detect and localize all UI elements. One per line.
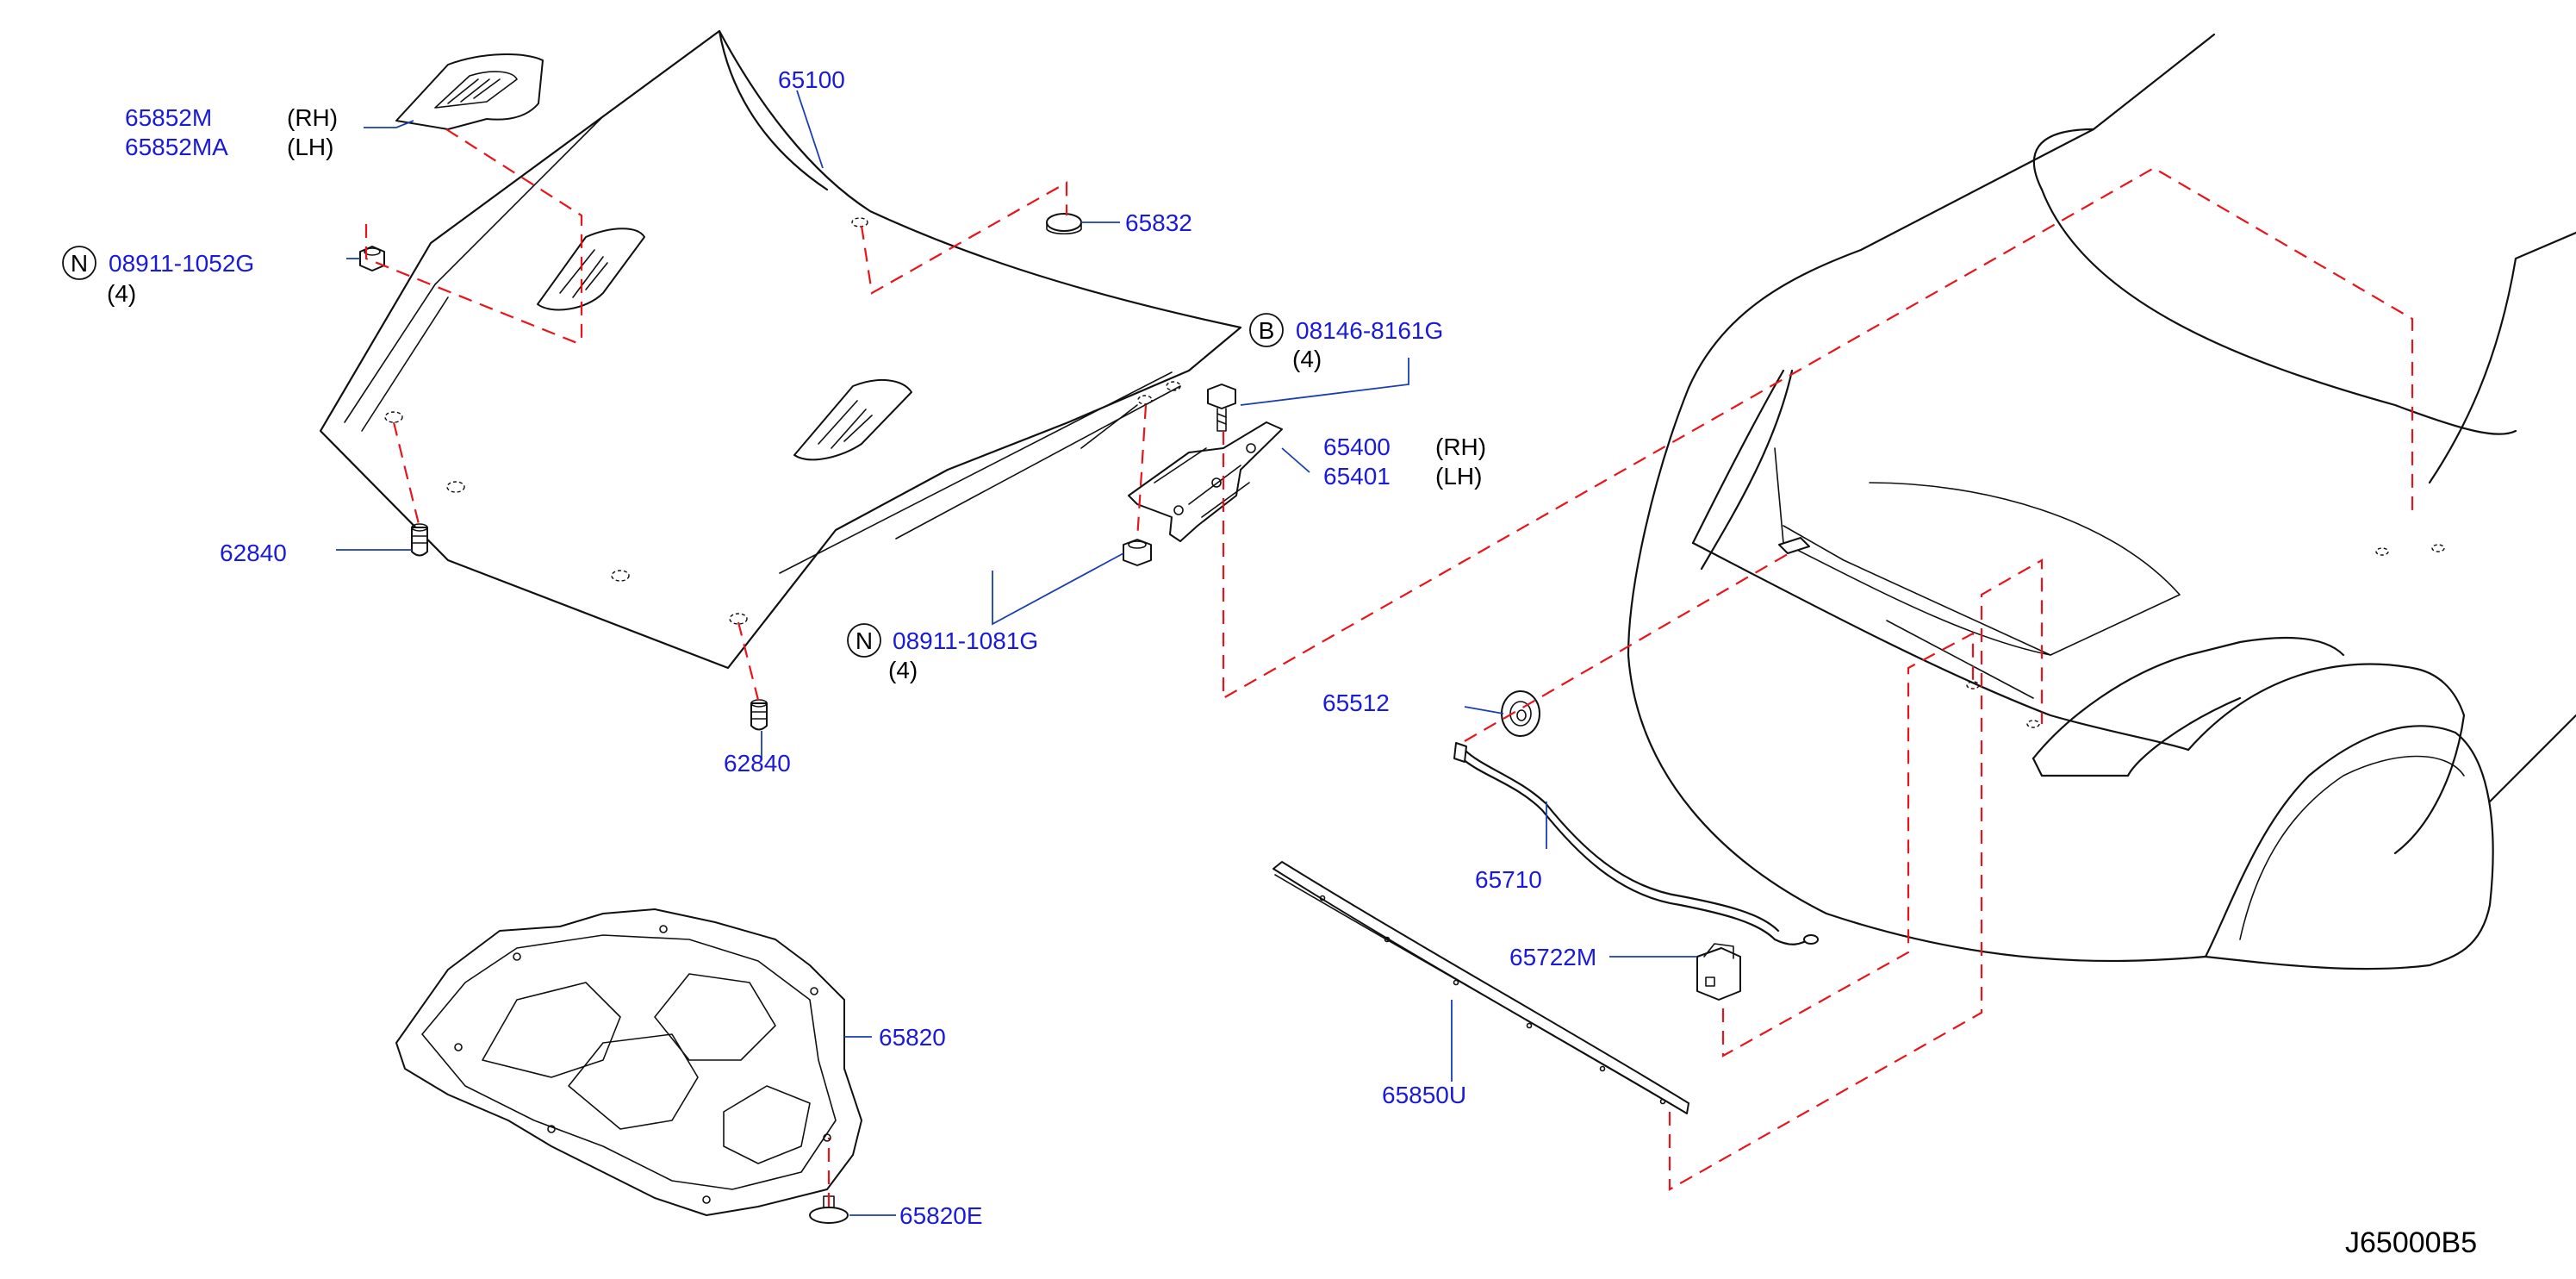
part-number-label[interactable]: 08911-1052G (109, 250, 254, 277)
side-label: (LH) (287, 134, 333, 160)
callout-65850u[interactable]: 65850U (1382, 1082, 1466, 1108)
quantity-label: (4) (888, 657, 918, 683)
part-number-label[interactable]: 65832 (1125, 209, 1192, 236)
callout-08911-1052g[interactable]: N 08911-1052G (4) (62, 246, 254, 307)
nut-08911-1081g (1123, 539, 1152, 566)
callout-62840-center[interactable]: 62840 (724, 750, 791, 777)
part-number-label[interactable]: 65401 (1323, 463, 1391, 490)
part-number-label[interactable]: 65820E (899, 1202, 983, 1229)
quantity-label: (4) (107, 280, 136, 307)
prefix-letter: B (1259, 317, 1275, 344)
nut-symbol-icon (62, 246, 96, 280)
hood-seal-strip-65850u (1272, 861, 1689, 1114)
part-number-label[interactable]: 65710 (1475, 866, 1542, 893)
prefix-letter: N (71, 250, 88, 277)
callout-65820[interactable]: 65820 (879, 1024, 946, 1051)
part-number-label[interactable]: 62840 (220, 540, 287, 566)
vehicle-body-outline (1627, 33, 2576, 970)
side-label: (RH) (1435, 434, 1486, 460)
hood-lock-65722m (1696, 943, 1741, 1001)
quantity-label: (4) (1292, 346, 1322, 372)
part-number-label[interactable]: 08911-1081G (893, 627, 1038, 654)
bolt-08146-8161g (1207, 384, 1236, 432)
hood-insulator-65820 (395, 908, 862, 1216)
nut-08911-1052g (359, 246, 385, 271)
callout-65710[interactable]: 65710 (1475, 866, 1542, 893)
nut-symbol-icon (847, 623, 881, 658)
part-number-label[interactable]: 65400 (1323, 434, 1391, 460)
callout-08911-1081g[interactable]: N 08911-1081G (4) (847, 623, 1038, 683)
callout-65852m[interactable]: 65852M (RH) (125, 104, 338, 131)
part-number-label[interactable]: 65850U (1382, 1082, 1466, 1108)
callout-65400[interactable]: 65400 (RH) (1323, 434, 1486, 460)
bolt-symbol-icon (1249, 313, 1284, 347)
grommet-65512 (1501, 690, 1540, 737)
hood-release-cable-65710 (1453, 742, 1819, 945)
callout-65820e[interactable]: 65820E (899, 1202, 983, 1229)
hood-hinge (1128, 421, 1283, 542)
assembly-phantom-lines (364, 128, 2414, 1207)
leader-lines (336, 90, 1697, 1216)
callout-65512[interactable]: 65512 (1322, 689, 1390, 716)
part-number-label[interactable]: 65852MA (125, 134, 228, 160)
hood-panel (319, 29, 1242, 670)
bumper-rubber-62840-left (411, 523, 428, 557)
diagram-code: J65000B5 (2345, 1226, 2477, 1259)
plug-65832 (1046, 213, 1082, 235)
part-number-label[interactable]: 62840 (724, 750, 791, 777)
hood-vent-insert-part (395, 53, 544, 130)
bumper-rubber-62840-center (750, 699, 768, 731)
callout-65832[interactable]: 65832 (1125, 209, 1192, 236)
callout-08146-8161g[interactable]: B 08146-8161G (4) (1249, 313, 1443, 372)
callout-65852ma[interactable]: 65852MA (LH) (125, 134, 333, 160)
callout-65722m[interactable]: 65722M (1509, 944, 1596, 970)
part-number-label[interactable]: 65722M (1509, 944, 1596, 970)
part-number-label[interactable]: 65852M (125, 104, 212, 131)
prefix-letter: N (856, 627, 873, 654)
callout-65401[interactable]: 65401 (LH) (1323, 463, 1482, 490)
part-number-label[interactable]: 65100 (778, 66, 845, 93)
side-label: (LH) (1435, 463, 1482, 490)
callout-62840-left[interactable]: 62840 (220, 540, 287, 566)
callout-65100[interactable]: 65100 (778, 66, 845, 93)
side-label: (RH) (287, 104, 338, 131)
part-number-label[interactable]: 65820 (879, 1024, 946, 1051)
part-number-label[interactable]: 65512 (1322, 689, 1390, 716)
part-number-label[interactable]: 08146-8161G (1296, 317, 1443, 344)
